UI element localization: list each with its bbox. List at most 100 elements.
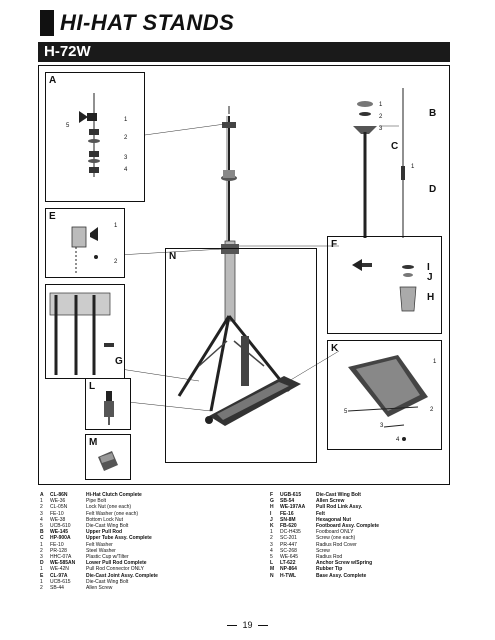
parts-desc: Radius Rod Cover (316, 541, 357, 548)
callout-f: F (331, 239, 338, 250)
parts-part: FB-620 (280, 523, 297, 530)
num-a3: 3 (124, 155, 128, 161)
num-k4: 4 (396, 437, 400, 443)
parts-desc: Allen Screw (86, 585, 113, 592)
upper-tube-drawing (353, 88, 405, 238)
num-e1: 1 (114, 223, 118, 229)
parts-desc: Plastic Cup w/Tilter (86, 554, 129, 561)
parts-desc: Die-Cast Joint Assy. Complete (86, 572, 158, 579)
parts-code: 2 (40, 504, 43, 511)
num-k5: 5 (344, 409, 348, 415)
parts-desc: Felt Washer (86, 541, 113, 548)
num-b2: 2 (379, 114, 383, 120)
parts-row: 1 UCB-615 Die-Cast Wing Bolt (40, 579, 170, 585)
parts-part: FE-16 (280, 510, 294, 517)
parts-code: 1 (270, 529, 273, 536)
parts-code: 3 (40, 510, 43, 517)
parts-code: 2 (40, 547, 43, 554)
parts-code: B (40, 529, 44, 536)
clutch-parts-drawing (79, 93, 100, 177)
parts-code: N (270, 572, 274, 579)
parts-part: WE-197AA (280, 504, 306, 511)
parts-desc: Radius Rod (316, 554, 343, 561)
parts-desc: Upper Pull Rod (86, 529, 123, 536)
parts-part: CL-05N (50, 504, 68, 511)
parts-part: PR-447 (280, 541, 297, 548)
callout-k: K (331, 343, 339, 354)
parts-code: 5 (270, 554, 273, 561)
box-n-base: N (165, 248, 317, 463)
parts-code: I (270, 510, 272, 517)
parts-part: WE-38 (50, 516, 66, 523)
model-bar: H-72W (38, 42, 450, 62)
num-k1: 1 (433, 359, 437, 365)
page-dash-left (227, 625, 238, 627)
parts-desc: Felt (316, 510, 325, 517)
num-e2: 2 (114, 259, 118, 265)
parts-code: J (270, 516, 273, 523)
box-a-clutch: A 5 1 2 3 4 (45, 72, 145, 202)
parts-row: 2 SB-44 Allen Screw (40, 585, 170, 591)
callout-h: H (427, 292, 435, 303)
parts-desc: Hi-Hat Clutch Complete (86, 492, 142, 498)
parts-desc: Screw (one each) (316, 535, 356, 542)
parts-part: SC-201 (280, 535, 297, 542)
parts-part: DC-H435 (280, 529, 301, 536)
parts-code: C (40, 535, 44, 542)
parts-desc: Lock Nut (one each) (86, 504, 132, 511)
joint-drawing (71, 226, 98, 275)
parts-code: A (40, 492, 44, 498)
parts-part: UCB-615 (50, 578, 71, 585)
parts-desc: Upper Tube Assy. Complete (86, 535, 152, 542)
page-dash-right (257, 625, 268, 627)
parts-code: E (40, 572, 44, 579)
parts-code: H (270, 504, 274, 511)
parts-row: 5 WE-645 Radius Rod (270, 554, 400, 560)
parts-code: M (270, 566, 275, 573)
parts-part: NP-864 (280, 566, 297, 573)
parts-code: 1 (40, 578, 43, 585)
parts-desc: Die-Cast Wing Bolt (86, 578, 129, 585)
parts-part: PR-128 (50, 547, 67, 554)
parts-desc: Footboard Assy. Complete (316, 523, 380, 530)
parts-desc: Bottom Lock Nut (86, 516, 123, 523)
num-a1: 1 (124, 117, 128, 123)
parts-desc: Die-Cast Wing Bolt (316, 492, 361, 498)
parts-part: WE-645 (280, 554, 299, 561)
parts-part: SC-268 (280, 547, 297, 554)
num-a4: 4 (124, 167, 128, 173)
num-c1: 1 (411, 164, 415, 170)
num-b3: 3 (379, 126, 383, 132)
parts-part: HHC-07A (50, 554, 72, 561)
callout-g: G (115, 356, 123, 367)
parts-part: SB-44 (50, 585, 64, 592)
parts-part: WE-585AN (50, 560, 76, 567)
parts-desc: Die-Cast Wing Bolt (86, 523, 129, 530)
parts-desc: Lower Pull Rod Complete (86, 560, 147, 567)
parts-part: LT-622 (280, 560, 296, 567)
num-k3: 3 (380, 423, 384, 429)
parts-part: UCB-610 (50, 523, 71, 530)
parts-code: 2 (40, 585, 43, 592)
parts-part: H-TWL (280, 572, 297, 579)
parts-row: 2 CL-05N Lock Nut (one each) (40, 504, 170, 510)
box-m-rubber-tip: M (85, 434, 131, 480)
callout-a: A (49, 75, 57, 86)
